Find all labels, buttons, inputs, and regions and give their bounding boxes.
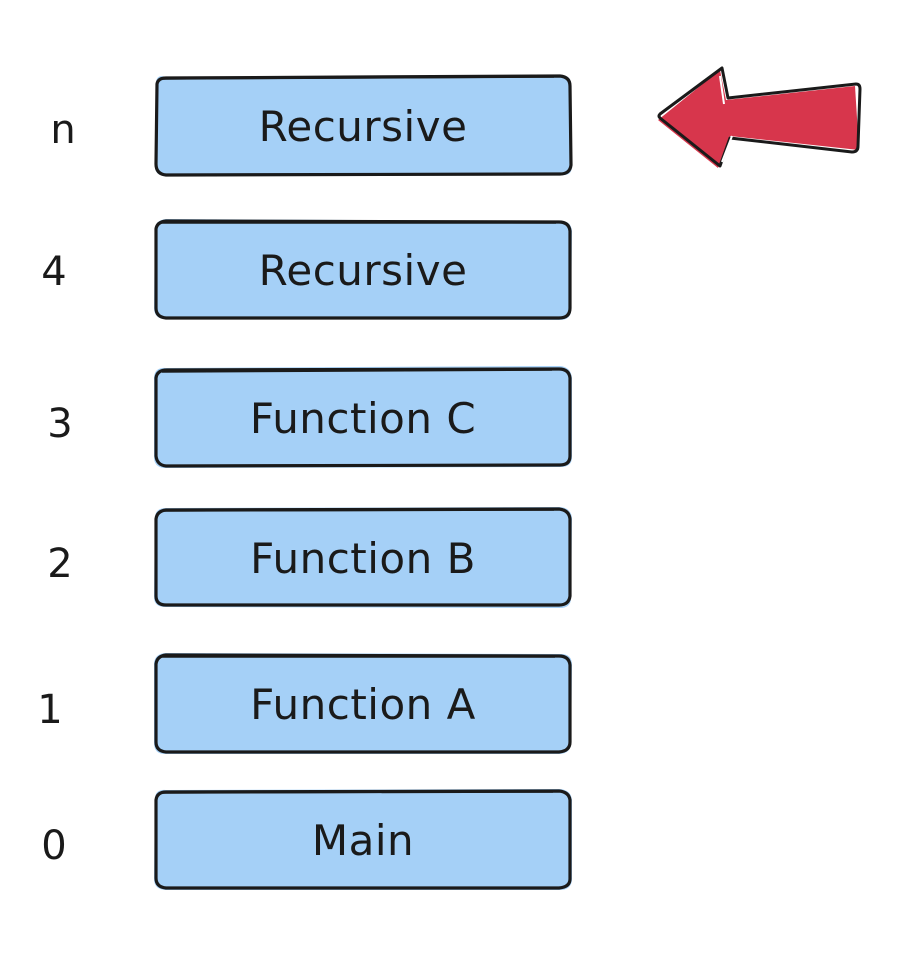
frame-box: [154, 74, 573, 177]
stack-frame-function-a: Function A: [154, 653, 572, 754]
frame-index-0: 0: [41, 823, 67, 869]
frame-label: Function B: [250, 533, 476, 583]
frame-label: Function A: [250, 679, 476, 729]
frame-box: [154, 789, 572, 890]
frame-index-n: n: [50, 107, 76, 153]
frame-index-1: 1: [37, 687, 63, 733]
stack-frame-recursive-top: Recursive: [154, 74, 573, 177]
stack-frame-recursive-4: Recursive: [154, 219, 572, 320]
frame-index-4: 4: [41, 249, 67, 295]
stack-frame-function-b: Function B: [154, 507, 572, 608]
frame-index-2: 2: [47, 541, 73, 587]
frame-box: [154, 366, 572, 468]
stack-frame-function-c: Function C: [154, 366, 572, 468]
frame-label: Recursive: [258, 245, 468, 295]
frame-box: [154, 219, 572, 320]
frame-label: Function C: [249, 393, 477, 443]
frame-box: [154, 653, 572, 754]
frame-index-3: 3: [47, 401, 73, 447]
left-arrow-icon: [657, 66, 862, 168]
stack-frame-main: Main: [154, 789, 572, 890]
frame-box: [154, 507, 572, 608]
frame-label: Main: [311, 815, 415, 865]
frame-label: Recursive: [258, 101, 468, 151]
